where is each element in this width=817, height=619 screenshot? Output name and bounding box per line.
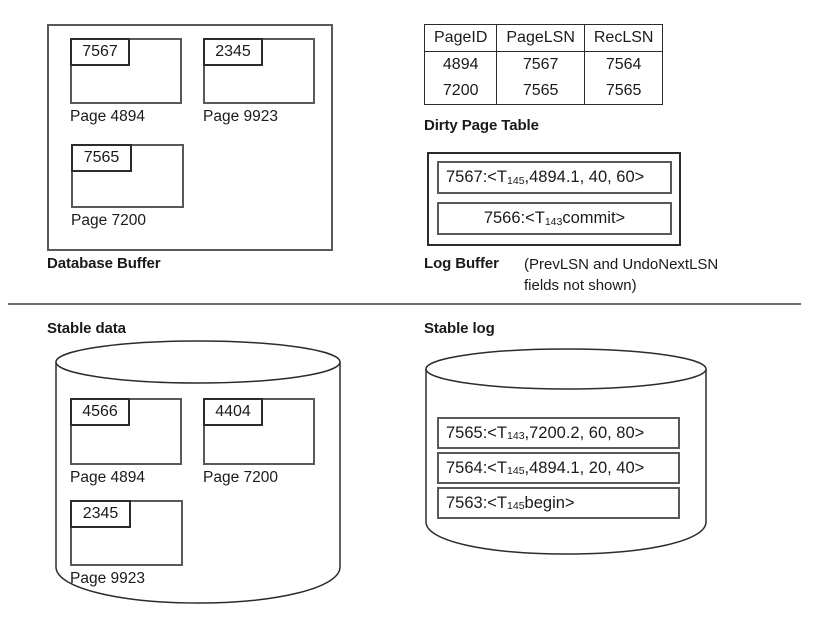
stable-log-label: Stable log xyxy=(424,320,495,337)
log-entry-txn: 145 xyxy=(507,174,525,187)
log-entry-txn: 145 xyxy=(507,500,525,512)
log-entry-open: <T xyxy=(487,168,508,186)
log-entry-txn: 143 xyxy=(507,430,525,442)
log-entry-rest: ,4894.1, 20, 40> xyxy=(524,458,645,477)
dirty-page-table: PageID PageLSN RecLSN 4894 7567 7564 720… xyxy=(423,24,664,105)
stable-page-caption-9923: Page 9923 xyxy=(70,570,145,587)
log-buffer-note-line2: fields not shown) xyxy=(524,277,637,294)
buffer-page-9923: 2345 xyxy=(203,38,315,104)
log-entry-rest: begin> xyxy=(524,493,575,512)
cell-pagelsn: 7567 xyxy=(496,51,585,78)
log-entry-lsn: 7564: xyxy=(446,458,488,477)
table-row: 4894 7567 7564 xyxy=(423,51,664,78)
stable-page-4894: 4566 xyxy=(70,398,182,465)
log-buffer-note-line1: (PrevLSN and UndoNextLSN xyxy=(524,256,719,273)
stable-page-caption-7200: Page 7200 xyxy=(203,469,278,486)
stable-page-9923: 2345 xyxy=(70,500,183,566)
buffer-page-7200: 7565 xyxy=(71,144,184,208)
table-row: 7200 7565 7565 xyxy=(423,78,664,105)
log-entry-lsn: 7566: xyxy=(483,209,526,227)
log-entry-txn: 143 xyxy=(544,215,563,228)
cell-reclsn: 7565 xyxy=(583,78,664,105)
page-lsn-chip: 4404 xyxy=(203,398,263,426)
table-header-row: PageID PageLSN RecLSN xyxy=(423,24,664,52)
log-entry-rest: ,7200.2, 60, 80> xyxy=(524,423,645,442)
log-entry-lsn: 7563: xyxy=(446,493,488,512)
section-divider xyxy=(8,303,801,305)
cell-pagelsn: 7565 xyxy=(496,78,585,105)
log-entry-open: <T xyxy=(487,493,508,512)
log-entry-lsn: 7565: xyxy=(446,423,488,442)
log-entry-open: <T xyxy=(487,458,508,477)
buffer-page-caption-4894: Page 4894 xyxy=(70,108,145,125)
page-lsn-chip: 7565 xyxy=(71,144,132,172)
page-lsn-chip: 7567 xyxy=(70,38,130,66)
page-lsn-chip: 2345 xyxy=(70,500,131,528)
page-lsn-chip: 2345 xyxy=(203,38,263,66)
log-entry-txn: 145 xyxy=(507,465,525,477)
column-header-pageid: PageID xyxy=(423,24,498,52)
buffer-page-4894: 7567 xyxy=(70,38,182,104)
stable-data-label: Stable data xyxy=(47,320,126,337)
log-entry-rest: commit> xyxy=(562,209,626,227)
database-buffer-label: Database Buffer xyxy=(47,255,161,272)
cell-reclsn: 7564 xyxy=(583,51,664,78)
column-header-reclsn: RecLSN xyxy=(583,24,664,52)
log-buffer-label: Log Buffer xyxy=(424,255,499,272)
log-entry-open: <T xyxy=(487,423,508,442)
log-entry-open: <T xyxy=(525,209,545,227)
stable-page-7200: 4404 xyxy=(203,398,315,465)
log-entry-rest: ,4894.1, 40, 60> xyxy=(524,168,645,186)
buffer-page-caption-7200: Page 7200 xyxy=(71,212,146,229)
log-entry-lsn: 7567: xyxy=(446,168,488,186)
cell-pageid: 4894 xyxy=(423,51,498,78)
cell-pageid: 7200 xyxy=(423,78,498,105)
buffer-page-caption-9923: Page 9923 xyxy=(203,108,278,125)
stable-page-caption-4894: Page 4894 xyxy=(70,469,145,486)
column-header-pagelsn: PageLSN xyxy=(496,24,585,52)
page-lsn-chip: 4566 xyxy=(70,398,130,426)
dirty-page-table-label: Dirty Page Table xyxy=(424,117,539,134)
